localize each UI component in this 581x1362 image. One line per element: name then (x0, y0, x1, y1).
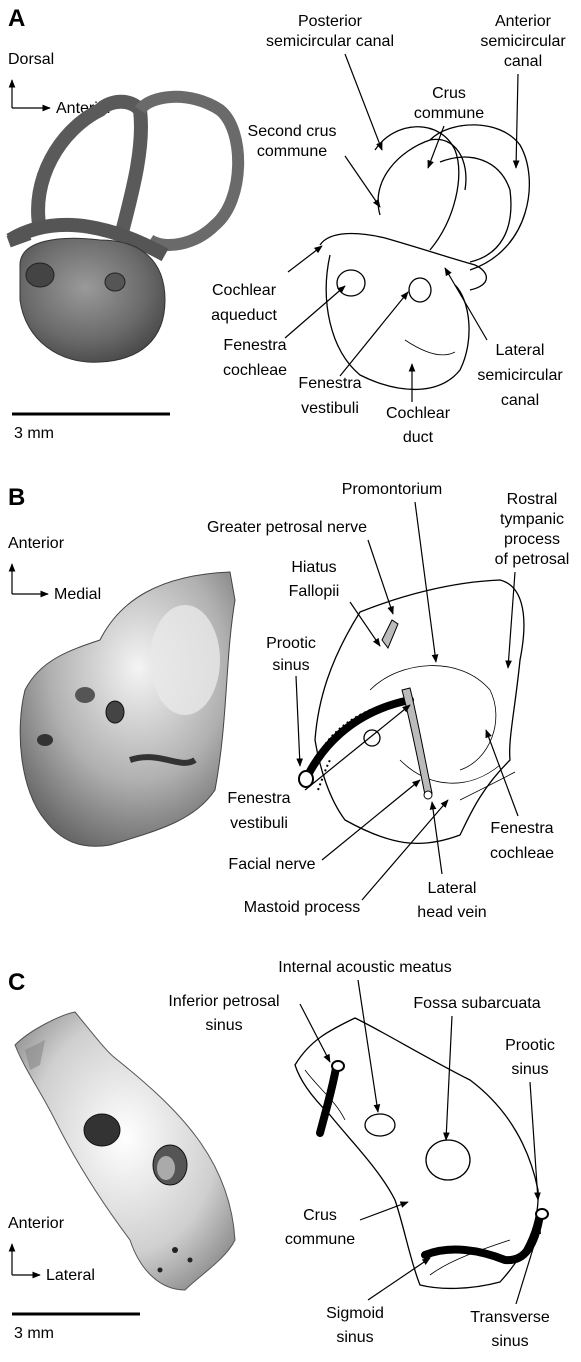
orientation-label-anterior-c: Anterior (8, 1215, 65, 1232)
orientation-label-lateral: Lateral (46, 1267, 95, 1284)
orientation-c: Anterior Lateral (8, 1215, 95, 1284)
petrosal-drawing-b (298, 579, 525, 844)
petrosal-render-b (19, 571, 236, 847)
label-fossa-subarcuata: Fossa subarcuata (413, 995, 541, 1141)
scale-bar-a: 3 mm (12, 412, 170, 442)
svg-text:Facial nerve: Facial nerve (228, 856, 315, 873)
svg-text:Internal acoustic meatus: Internal acoustic meatus (278, 959, 451, 976)
svg-text:Mastoid process: Mastoid process (244, 899, 361, 916)
label-internal-acoustic-meatus: Internal acoustic meatus (278, 959, 452, 1113)
panel-letter-c: C (8, 969, 25, 996)
label-promontorium: Promontorium (342, 481, 442, 663)
panel-letter-a: A (8, 5, 25, 32)
orientation-label-anterior-b: Anterior (8, 535, 65, 552)
inner-ear-render-a (6, 90, 245, 363)
label-facial-nerve: Facial nerve (228, 779, 421, 873)
panel-c: C Anterior Lateral 3 mm (8, 959, 555, 1350)
inner-ear-drawing-a (319, 124, 530, 391)
panel-b: B Anterior Medial (8, 481, 569, 921)
svg-text:Fossa subarcuata: Fossa subarcuata (413, 995, 540, 1012)
petrosal-drawing-c (294, 1017, 549, 1290)
svg-text:Greater petrosal nerve: Greater petrosal nerve (207, 519, 367, 536)
panel-a: A Dorsal Anterior 3 mm (6, 5, 566, 446)
panel-letter-b: B (8, 484, 25, 511)
scale-bar-c: 3 mm (12, 1312, 140, 1342)
svg-text:Promontorium: Promontorium (342, 481, 442, 498)
scale-bar-label-c: 3 mm (14, 1325, 54, 1342)
orientation-label-medial: Medial (54, 586, 101, 603)
label-greater-petrosal-nerve: Greater petrosal nerve (207, 519, 394, 615)
scale-bar-label-a: 3 mm (14, 425, 54, 442)
petrosal-render-c (14, 1011, 236, 1291)
orientation-label-dorsal: Dorsal (8, 51, 54, 68)
orientation-b: Anterior Medial (8, 535, 101, 603)
